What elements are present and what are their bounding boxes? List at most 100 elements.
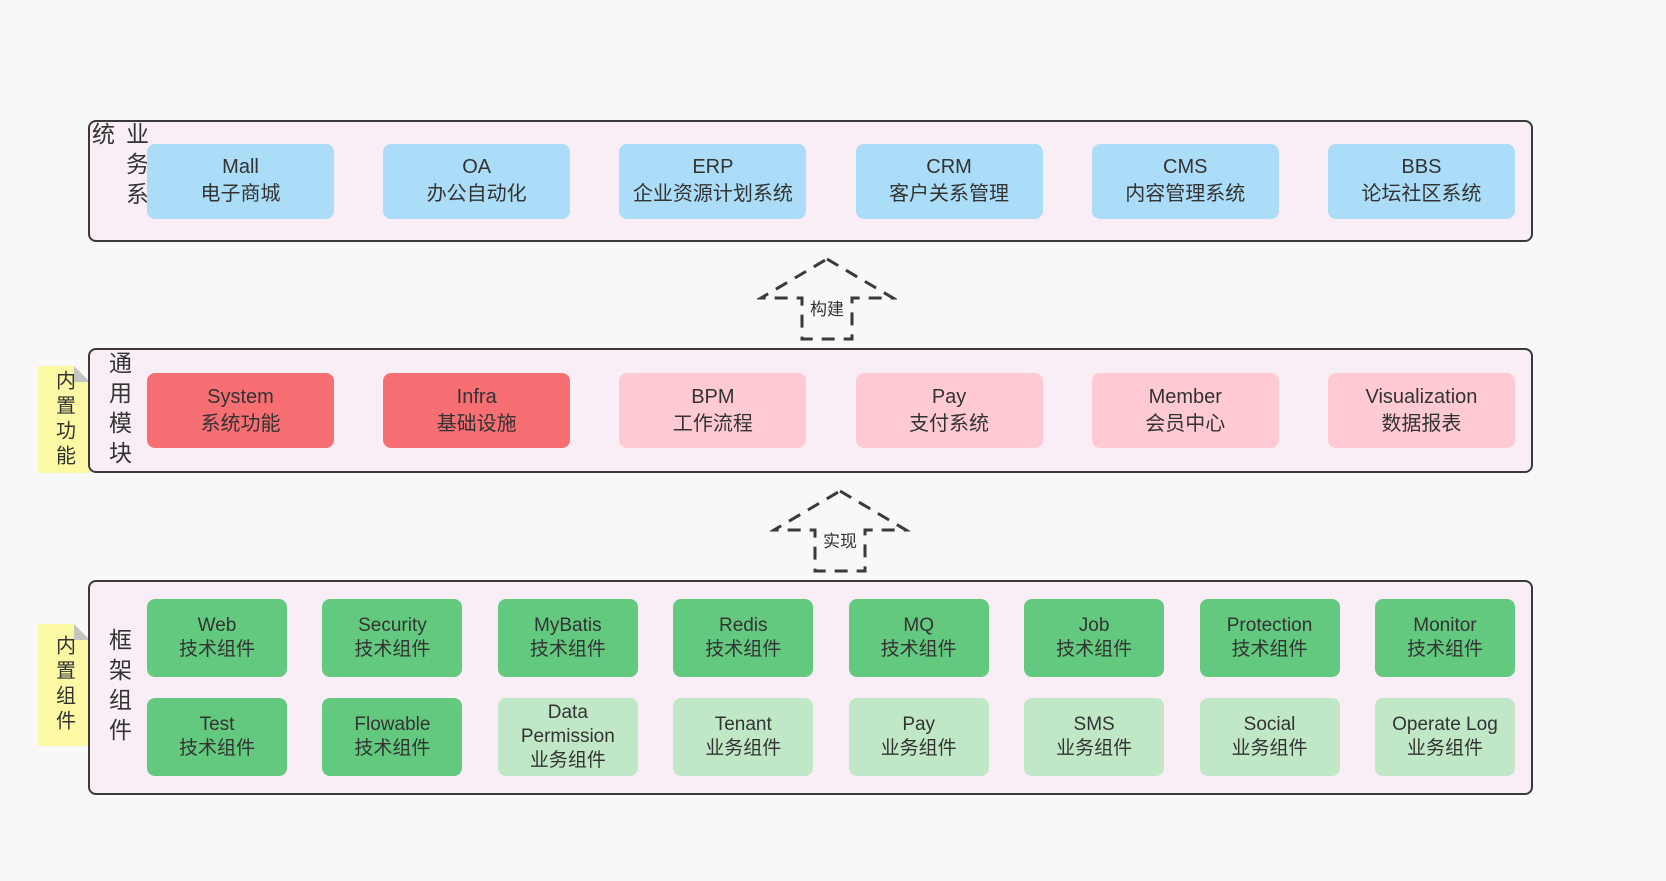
card-pay-system: Pay 支付系统 <box>855 373 1043 448</box>
card-title: Operate Log <box>1392 714 1498 735</box>
card-subtitle: 业务组件 <box>529 750 606 771</box>
card-title: Pay <box>902 714 936 735</box>
card-subtitle: 技术组件 <box>1406 639 1483 660</box>
panel-framework-components: 框架组件 Web 技术组件 Security 技术组件 MyBatis 技术组件… <box>88 580 1533 795</box>
card-title: CMS <box>1163 156 1208 178</box>
card-title: MQ <box>903 615 934 636</box>
card-mybatis: MyBatis 技术组件 <box>497 599 638 677</box>
card-title: System <box>207 385 274 408</box>
card-row: System 系统功能 Infra 基础设施 BPM 工作流程 Pay 支付系统… <box>147 373 1515 448</box>
card-subtitle: 会员中心 <box>1145 412 1226 435</box>
sticky-note-builtin-features: 内置功能 <box>38 366 90 473</box>
card-redis: Redis 技术组件 <box>673 599 814 677</box>
card-title: Infra <box>456 385 497 408</box>
card-title: Data Permission <box>520 702 615 747</box>
card-subtitle: 客户关系管理 <box>889 183 1010 205</box>
card-subtitle: 数据报表 <box>1381 412 1462 435</box>
panel-side-label: 框架组件 <box>105 627 132 748</box>
card-subtitle: 支付系统 <box>909 412 990 435</box>
card-subtitle: 技术组件 <box>178 639 255 660</box>
card-web: Web 技术组件 <box>147 599 287 677</box>
card-oa: OA 办公自动化 <box>383 143 571 219</box>
panel-side-label: 通用模块 <box>105 350 132 471</box>
card-subtitle: 系统功能 <box>200 412 281 435</box>
card-data-permission: Data Permission 业务组件 <box>497 698 638 776</box>
card-title: MyBatis <box>534 615 602 636</box>
card-title: Social <box>1243 714 1296 735</box>
card-operate-log: Operate Log 业务组件 <box>1374 698 1515 776</box>
card-title: ERP <box>692 156 734 178</box>
card-subtitle: 企业资源计划系统 <box>632 183 793 205</box>
card-subtitle: 业务组件 <box>1231 738 1308 759</box>
card-title: Security <box>358 615 427 636</box>
up-arrow-icon <box>770 489 910 573</box>
arrow-label: 构建 <box>806 294 848 321</box>
panel-side-label: 业务系统 <box>88 122 149 212</box>
card-subtitle: 业务组件 <box>1406 738 1483 759</box>
card-title: CRM <box>926 156 972 178</box>
card-row: Mall 电子商城 OA 办公自动化 ERP 企业资源计划系统 CRM 客户关系… <box>147 143 1515 219</box>
card-subtitle: 技术组件 <box>354 639 431 660</box>
sticky-note-builtin-components: 内置组件 <box>38 624 90 746</box>
card-subtitle: 技术组件 <box>880 639 957 660</box>
card-title: Flowable <box>354 714 431 735</box>
card-subtitle: 业务组件 <box>705 738 782 759</box>
card-sms: SMS 业务组件 <box>1024 698 1165 776</box>
card-title: Pay <box>931 385 967 408</box>
card-subtitle: 业务组件 <box>880 738 957 759</box>
card-bbs: BBS 论坛社区系统 <box>1327 143 1515 219</box>
card-subtitle: 技术组件 <box>178 738 255 759</box>
card-subtitle: 基础设施 <box>436 412 517 435</box>
panel-body: System 系统功能 Infra 基础设施 BPM 工作流程 Pay 支付系统… <box>147 350 1531 471</box>
card-security: Security 技术组件 <box>322 599 463 677</box>
card-row: Test 技术组件 Flowable 技术组件 Data Permission … <box>147 698 1515 776</box>
card-mall: Mall 电子商城 <box>147 143 334 219</box>
card-flowable: Flowable 技术组件 <box>322 698 463 776</box>
card-tenant: Tenant 业务组件 <box>673 698 814 776</box>
card-subtitle: 技术组件 <box>354 738 431 759</box>
card-mq: MQ 技术组件 <box>848 599 989 677</box>
card-subtitle: 技术组件 <box>529 639 606 660</box>
card-title: Job <box>1078 615 1110 636</box>
arrow-label: 实现 <box>819 526 861 553</box>
panel-common-modules: 通用模块 System 系统功能 Infra 基础设施 BPM 工作流程 Pay… <box>88 348 1533 473</box>
card-title: Member <box>1148 385 1222 408</box>
card-crm: CRM 客户关系管理 <box>855 143 1043 219</box>
card-subtitle: 工作流程 <box>672 412 753 435</box>
card-subtitle: 内容管理系统 <box>1125 183 1246 205</box>
card-title: Tenant <box>714 714 772 735</box>
card-title: Test <box>199 714 235 735</box>
folded-corner-icon <box>74 624 90 640</box>
sticky-note-label: 内置组件 <box>52 635 75 735</box>
card-subtitle: 办公自动化 <box>426 183 527 205</box>
card-subtitle: 技术组件 <box>1231 639 1308 660</box>
card-subtitle: 技术组件 <box>1056 639 1133 660</box>
card-infra: Infra 基础设施 <box>383 373 571 448</box>
card-member: Member 会员中心 <box>1091 373 1279 448</box>
card-monitor: Monitor 技术组件 <box>1374 599 1515 677</box>
card-cms: CMS 内容管理系统 <box>1091 143 1279 219</box>
card-visualization: Visualization 数据报表 <box>1327 373 1515 448</box>
card-bpm: BPM 工作流程 <box>619 373 807 448</box>
card-subtitle: 电子商城 <box>200 183 281 205</box>
card-title: OA <box>462 156 492 178</box>
card-title: Mall <box>222 156 259 178</box>
card-erp: ERP 企业资源计划系统 <box>619 143 807 219</box>
implement-arrow: 实现 <box>770 488 910 574</box>
card-title: Web <box>197 615 237 636</box>
card-title: Redis <box>718 615 768 636</box>
card-title: BBS <box>1401 156 1442 178</box>
panel-body: Web 技术组件 Security 技术组件 MyBatis 技术组件 Redi… <box>147 582 1531 793</box>
sticky-note-label: 内置功能 <box>52 369 75 470</box>
card-row: Web 技术组件 Security 技术组件 MyBatis 技术组件 Redi… <box>147 599 1515 677</box>
card-title: BPM <box>691 385 735 408</box>
card-title: Protection <box>1226 615 1313 636</box>
card-title: Monitor <box>1413 615 1477 636</box>
card-subtitle: 论坛社区系统 <box>1361 183 1482 205</box>
panel-body: Mall 电子商城 OA 办公自动化 ERP 企业资源计划系统 CRM 客户关系… <box>147 122 1531 240</box>
card-subtitle: 业务组件 <box>1056 738 1133 759</box>
card-title: SMS <box>1073 714 1115 735</box>
card-title: Visualization <box>1365 385 1478 408</box>
card-system: System 系统功能 <box>147 373 334 448</box>
